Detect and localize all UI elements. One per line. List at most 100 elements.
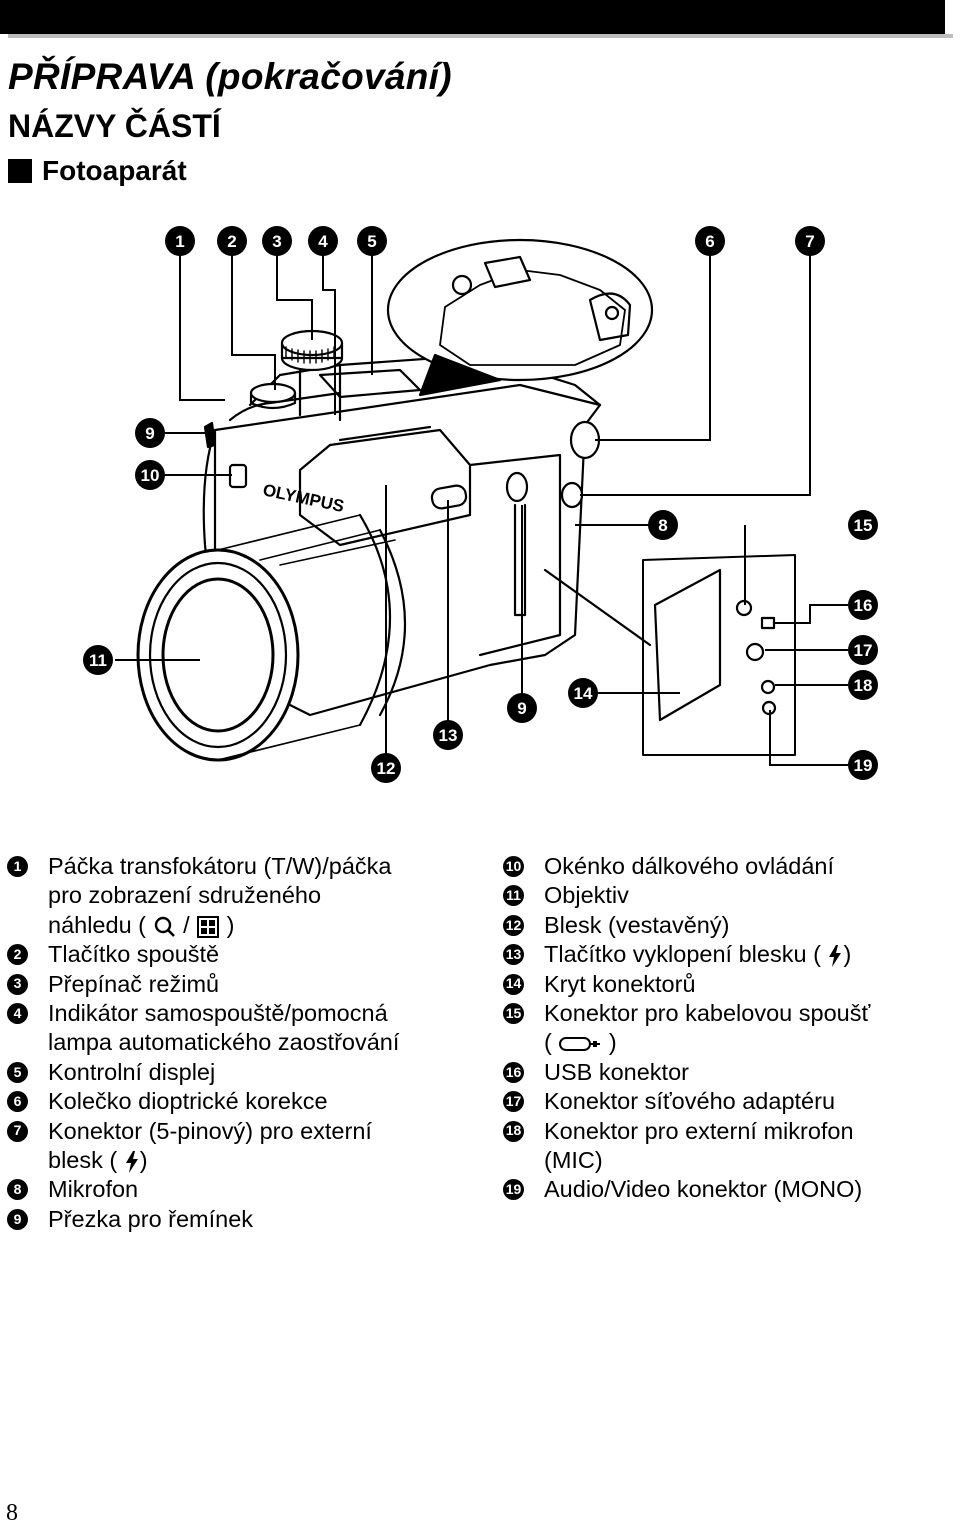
item-text: Konektor (5-pinový) pro externí blesk ( … — [48, 1117, 477, 1176]
list-item: 5 Kontrolní displej — [7, 1058, 477, 1087]
callout-19: 19 — [848, 750, 878, 780]
svg-text:13: 13 — [439, 726, 458, 745]
list-item: 3 Přepínač režimů — [7, 970, 477, 999]
list-item: 9 Přezka pro řemínek — [7, 1205, 477, 1234]
item-line: ) — [139, 1147, 148, 1174]
page-title: PŘÍPRAVA (pokračování) — [8, 56, 452, 97]
item-line: (MIC) — [544, 1147, 603, 1174]
item-number: 8 — [7, 1179, 28, 1201]
list-item: 2 Tlačítko spouště — [7, 940, 477, 969]
item-text: Blesk (vestavěný) — [544, 911, 730, 938]
callout-2: 2 — [217, 226, 247, 256]
svg-text:1: 1 — [175, 232, 184, 251]
svg-text:9: 9 — [145, 424, 154, 443]
page-subtitle: NÁZVY ČÁSTÍ — [8, 108, 221, 144]
list-item: 13 Tlačítko vyklopení blesku ( ) — [503, 940, 953, 969]
svg-text:18: 18 — [854, 676, 873, 695]
item-number: 3 — [7, 973, 28, 995]
item-line: Konektor pro kabelovou spoušť — [544, 1000, 871, 1027]
list-item: 17 Konektor síťového adaptéru — [503, 1087, 953, 1116]
item-separator: / — [183, 911, 190, 938]
item-text: Konektor pro kabelovou spoušť ( ) — [544, 999, 953, 1058]
callout-9-side: 9 — [507, 693, 537, 723]
item-number: 9 — [7, 1208, 28, 1230]
item-line: Konektor (5-pinový) pro externí — [48, 1117, 372, 1144]
item-line: pro zobrazení sdruženého — [48, 882, 322, 909]
item-line: náhledu ( — [48, 911, 146, 938]
callout-7: 7 — [795, 226, 825, 256]
item-text: Kolečko dioptrické korekce — [48, 1088, 328, 1115]
item-text: Okénko dálkového ovládání — [544, 853, 835, 879]
list-item: 19 Audio/Video konektor (MONO) — [503, 1175, 953, 1204]
item-number: 6 — [7, 1091, 28, 1113]
item-line: blesk ( — [48, 1147, 118, 1174]
item-line: ) — [226, 911, 235, 938]
callout-11: 11 — [83, 645, 113, 675]
svg-text:8: 8 — [658, 516, 667, 535]
header-bar-shadow — [8, 34, 953, 38]
svg-text:10: 10 — [141, 466, 160, 485]
svg-text:2: 2 — [227, 232, 236, 251]
item-line: lampa automatického zaostřování — [48, 1029, 400, 1056]
list-item: 14 Kryt konektorů — [503, 970, 953, 999]
callout-5: 5 — [357, 226, 387, 256]
callout-markers: 1 2 3 4 5 6 7 8 9 10 11 12 13 9 14 15 16… — [83, 226, 878, 783]
list-item: 11 Objektiv — [503, 881, 953, 910]
list-item: 4 Indikátor samospouště/pomocná lampa au… — [7, 999, 477, 1058]
magnify-icon — [154, 916, 175, 937]
item-text: Kryt konektorů — [544, 970, 696, 997]
svg-text:14: 14 — [574, 684, 593, 703]
item-line: ) — [608, 1029, 617, 1056]
item-number: 2 — [7, 944, 28, 966]
leader-lines — [115, 255, 848, 766]
callout-6: 6 — [695, 226, 725, 256]
item-number: 10 — [503, 856, 524, 877]
item-number: 4 — [7, 1003, 28, 1025]
item-number: 16 — [503, 1061, 524, 1083]
bullet-square-icon — [8, 159, 32, 183]
list-item: 10 Okénko dálkového ovládání — [503, 852, 953, 881]
item-number: 7 — [7, 1120, 28, 1142]
item-text: Tlačítko spouště — [48, 941, 220, 968]
item-text: Indikátor samospouště/pomocná lampa auto… — [48, 999, 477, 1058]
svg-text:17: 17 — [854, 641, 873, 660]
item-number: 14 — [503, 973, 524, 995]
svg-text:4: 4 — [318, 232, 328, 251]
header-bar — [0, 0, 945, 34]
item-number: 19 — [503, 1179, 524, 1201]
item-number: 17 — [503, 1091, 524, 1113]
callout-14: 14 — [568, 678, 598, 708]
item-text: USB konektor — [544, 1058, 689, 1085]
svg-text:19: 19 — [854, 756, 873, 775]
item-line: Konektor pro externí mikrofon — [544, 1117, 854, 1144]
svg-text:16: 16 — [854, 596, 873, 615]
item-text: Mikrofon — [48, 1176, 139, 1203]
callout-1: 1 — [165, 226, 195, 256]
item-number: 18 — [503, 1120, 524, 1142]
callout-10: 10 — [135, 460, 165, 490]
item-number: 11 — [503, 885, 524, 907]
list-item: 1 Páčka transfokátoru (T/W)/páčka pro zo… — [7, 852, 477, 940]
item-text: Přezka pro řemínek — [48, 1205, 254, 1232]
item-text: Audio/Video konektor (MONO) — [544, 1176, 863, 1203]
item-number: 5 — [7, 1061, 28, 1083]
index-grid-icon — [197, 915, 220, 938]
list-item: 16 USB konektor — [503, 1058, 953, 1087]
item-line: Páčka transfokátoru (T/W)/páčka — [48, 853, 392, 879]
item-text: Tlačítko vyklopení blesku ( ) — [544, 940, 953, 969]
callout-3: 3 — [262, 226, 292, 256]
callout-13: 13 — [433, 720, 463, 750]
section-heading-label: Fotoaparát — [42, 155, 187, 186]
parts-list-left: 1 Páčka transfokátoru (T/W)/páčka pro zo… — [7, 852, 477, 1234]
item-line: ) — [843, 941, 852, 968]
item-line: Tlačítko vyklopení blesku ( — [544, 941, 821, 968]
svg-text:11: 11 — [89, 651, 107, 670]
list-item: 6 Kolečko dioptrické korekce — [7, 1087, 477, 1116]
item-text: Objektiv — [544, 882, 629, 909]
svg-text:7: 7 — [805, 232, 814, 251]
list-item: 18 Konektor pro externí mikrofon (MIC) — [503, 1117, 953, 1176]
list-item: 8 Mikrofon — [7, 1175, 477, 1204]
item-number: 12 — [503, 914, 524, 936]
flash-icon — [125, 1150, 138, 1173]
parts-list-right: 10 Okénko dálkového ovládání 11 Objektiv… — [503, 852, 953, 1205]
